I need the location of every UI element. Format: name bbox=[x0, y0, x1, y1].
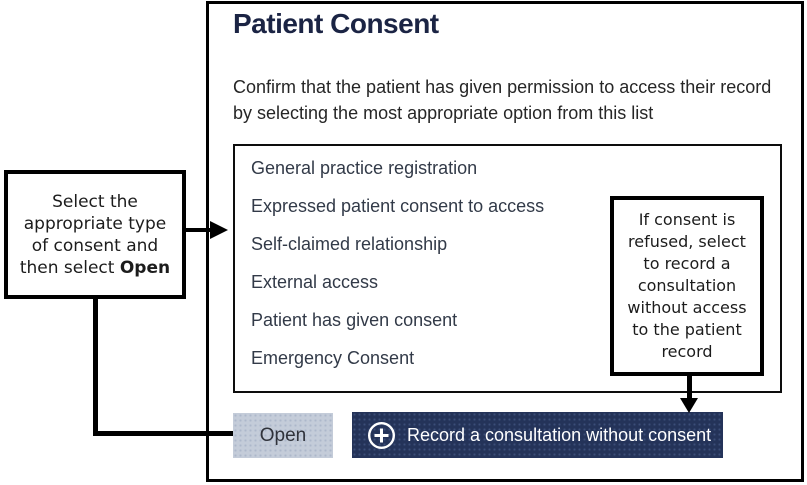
callout-right-line-5: without access bbox=[627, 298, 747, 317]
callout-right-line-6: to the patient bbox=[632, 320, 742, 339]
callout-right-line-7: record bbox=[661, 342, 713, 361]
callout-right-line-3: to record a bbox=[643, 254, 731, 273]
callout-consent-refused: If consent is refused, select to record … bbox=[610, 196, 764, 376]
consent-option-self-claimed-relationship[interactable]: Self-claimed relationship bbox=[251, 233, 448, 254]
callout-left-line-1: Select the bbox=[52, 191, 138, 212]
callout-left-line-2: appropriate type bbox=[23, 213, 167, 234]
record-consultation-without-consent-button[interactable]: Record a consultation without consent bbox=[352, 412, 723, 458]
description-line-1: Confirm that the patient has given permi… bbox=[233, 77, 772, 97]
open-button[interactable]: Open bbox=[233, 413, 333, 458]
record-button-label: Record a consultation without consent bbox=[407, 424, 712, 445]
consent-option-external-access[interactable]: External access bbox=[251, 271, 379, 292]
dialog-description: Confirm that the patient has given permi… bbox=[233, 74, 771, 126]
consent-option-general-practice-registration[interactable]: General practice registration bbox=[251, 157, 478, 178]
arrow-to-record-shaft bbox=[687, 374, 692, 400]
consent-option-patient-has-given-consent[interactable]: Patient has given consent bbox=[251, 309, 458, 330]
callout-left-line-3: of consent and bbox=[31, 235, 159, 256]
plus-circle-icon bbox=[367, 421, 396, 449]
page-title: Patient Consent bbox=[233, 8, 439, 39]
callout-left-line-4-text: then select bbox=[19, 257, 120, 278]
arrow-to-list-shaft bbox=[186, 228, 211, 232]
arrow-to-record-head-icon bbox=[680, 398, 698, 413]
callout-left-open-emphasis: Open bbox=[119, 257, 171, 278]
connector-to-open-vertical bbox=[93, 295, 98, 435]
callout-right-line-1: If consent is bbox=[638, 210, 736, 229]
consent-option-emergency-consent[interactable]: Emergency Consent bbox=[251, 347, 415, 368]
callout-right-line-2: refused, select bbox=[628, 232, 746, 251]
callout-right-line-4: consultation bbox=[637, 276, 737, 295]
callout-select-consent: Select the appropriate type of consent a… bbox=[4, 170, 186, 299]
arrow-to-list-head-icon bbox=[210, 221, 228, 239]
connector-to-open-horizontal bbox=[93, 431, 233, 436]
consent-option-expressed-patient-consent[interactable]: Expressed patient consent to access bbox=[251, 195, 545, 216]
callout-left-line-4: then select Open bbox=[8, 257, 182, 279]
consent-options-list: General practice registration Expressed … bbox=[233, 144, 782, 393]
description-line-2: by selecting the most appropriate option… bbox=[233, 103, 654, 123]
